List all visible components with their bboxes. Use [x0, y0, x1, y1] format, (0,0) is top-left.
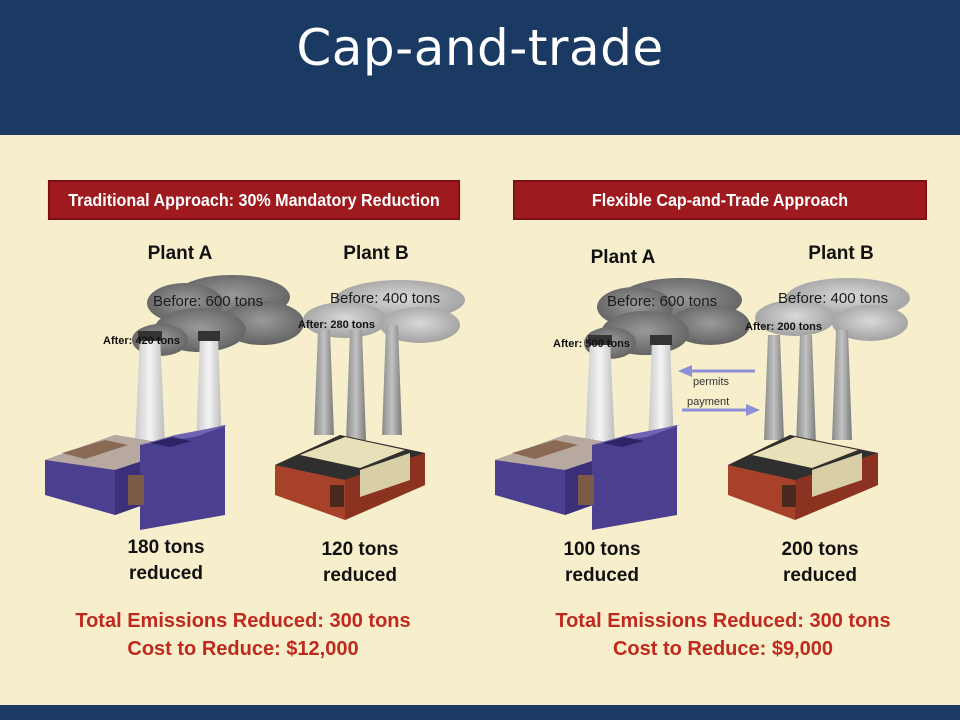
left-plant-a-name: Plant A — [147, 243, 213, 264]
trade-arrows — [678, 365, 760, 416]
slide-title: Cap-and-trade — [296, 18, 664, 77]
right-plant-b-reduced: 200 tons reduced — [740, 537, 900, 589]
right-plant-a-graphic — [495, 278, 750, 530]
left-plant-b-reduced-amount: 120 tons — [321, 539, 399, 560]
permits-label: permits — [693, 376, 730, 388]
right-header: Flexible Cap-and-Trade Approach — [513, 180, 927, 220]
right-plant-b-graphic — [728, 278, 910, 520]
right-plant-b-reduced-amount: 200 tons — [781, 539, 859, 560]
left-plant-b-stack-3 — [382, 325, 402, 435]
bottom-strip — [0, 705, 960, 720]
left-plant-a-stack-1 — [135, 335, 165, 445]
right-cost: Cost to Reduce: $9,000 — [612, 638, 834, 660]
left-totals: Total Emissions Reduced: 300 tons Cost t… — [28, 607, 458, 663]
right-plant-b-before: Before: 400 tons — [778, 290, 888, 307]
left-plant-a-reduced-word: reduced — [129, 563, 203, 584]
right-plant-a-reduced-word: reduced — [565, 565, 639, 586]
right-plant-a-name: Plant A — [590, 247, 656, 268]
right-total-reduced: Total Emissions Reduced: 300 tons — [555, 610, 891, 632]
right-plant-a-reduced: 100 tons reduced — [522, 537, 682, 589]
left-total-reduced: Total Emissions Reduced: 300 tons — [75, 610, 411, 632]
title-bar: Cap-and-trade — [0, 0, 960, 135]
left-plant-a-stack-2 — [196, 335, 222, 445]
left-plant-b-graphic — [275, 280, 465, 520]
left-plant-b-reduced: 120 tons reduced — [280, 537, 440, 589]
right-plant-b-stack-1 — [764, 335, 784, 440]
right-plant-b-name: Plant B — [808, 243, 874, 264]
left-header: Traditional Approach: 30% Mandatory Redu… — [47, 180, 461, 220]
left-plant-b-stack-1 — [314, 330, 334, 435]
left-plant-a-before: Before: 600 tons — [153, 293, 263, 310]
left-cost: Cost to Reduce: $12,000 — [127, 638, 359, 660]
left-plant-a-after: After: 420 tons — [103, 335, 180, 347]
left-plant-b-stack-2 — [346, 330, 366, 440]
illustration-panel: Before: 600 tons After: 420 tons Before:… — [0, 135, 960, 705]
right-plant-a-stack-2 — [648, 340, 674, 445]
left-plant-b-after: After: 280 tons — [298, 319, 375, 331]
right-plant-a-reduced-amount: 100 tons — [563, 539, 641, 560]
left-plant-b-smoke — [303, 280, 465, 343]
left-plant-b-before: Before: 400 tons — [330, 290, 440, 307]
right-plant-b-after: After: 200 tons — [745, 321, 822, 333]
left-plant-a-smoke — [132, 275, 304, 356]
right-totals: Total Emissions Reduced: 300 tons Cost t… — [508, 607, 938, 663]
right-plant-b-reduced-word: reduced — [783, 565, 857, 586]
left-plant-a-graphic — [45, 275, 304, 530]
right-header-text: Flexible Cap-and-Trade Approach — [591, 189, 849, 210]
left-plant-b-reduced-word: reduced — [323, 565, 397, 586]
right-plant-b-stack-3 — [832, 330, 852, 440]
right-plant-a-after: After: 500 tons — [553, 338, 630, 350]
left-plant-b-name: Plant B — [343, 243, 409, 264]
right-plant-a-stack-1 — [585, 340, 615, 445]
right-plant-a-before: Before: 600 tons — [607, 293, 717, 310]
right-plant-b-stack-2 — [796, 335, 816, 445]
left-header-text: Traditional Approach: 30% Mandatory Redu… — [68, 189, 440, 210]
factory-illustration: Before: 600 tons After: 420 tons Before:… — [45, 275, 910, 530]
left-plant-a-reduced: 180 tons reduced — [86, 535, 246, 587]
payment-label: payment — [687, 396, 729, 408]
left-plant-a-reduced-amount: 180 tons — [127, 537, 205, 558]
right-plant-b-smoke — [755, 278, 910, 341]
